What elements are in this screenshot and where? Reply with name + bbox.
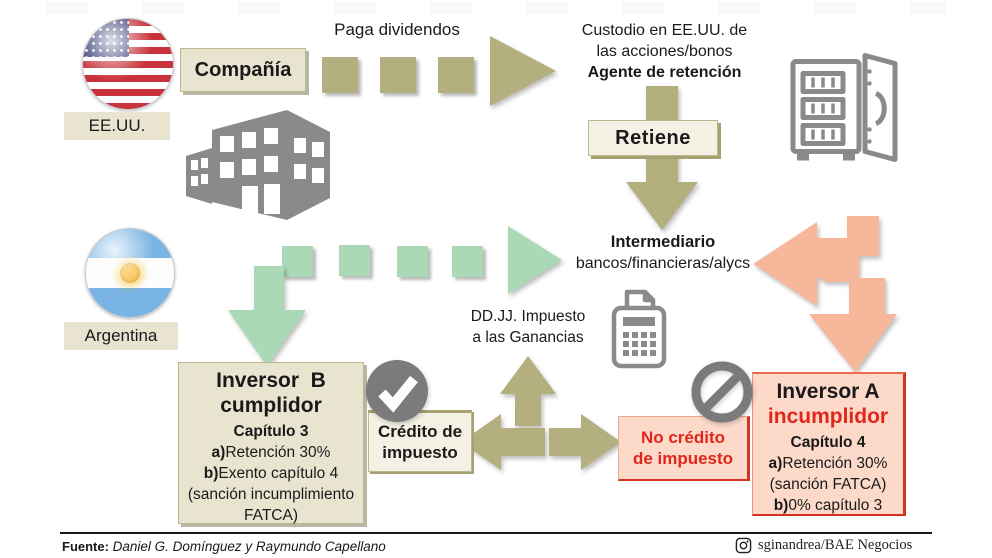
credito-line1: Crédito de (377, 422, 463, 441)
footer-divider (60, 532, 932, 534)
no-credito-line2: de impuesto (632, 449, 734, 468)
custodio-line3: Agente de retención (587, 64, 742, 81)
item-a-prefix: a) (768, 455, 783, 472)
instagram-icon (735, 537, 752, 554)
prohibited-icon (691, 361, 753, 423)
ddjj-line1: DD.JJ. Impuesto (470, 308, 586, 325)
ddjj-line2: a las Ganancias (472, 329, 584, 346)
custodio-line2: las acciones/bonos (596, 43, 733, 60)
ddjj-label: DD.JJ. Impuesto a las Ganancias (450, 306, 606, 348)
green-step-square (397, 246, 428, 277)
footer-source-label: Fuente: (62, 539, 109, 554)
dividend-arrow-icon (490, 36, 556, 106)
inversor-b-chapter: Capítulo 3 (233, 423, 309, 440)
flag-gloss (86, 229, 174, 317)
item-a-text: Retención 30% (782, 455, 888, 472)
dividend-step-square (438, 57, 474, 93)
inversor-b-item-a: a)Retención 30% (179, 442, 363, 463)
intermediario-subtitle: bancos/financieras/alycs (575, 255, 751, 272)
item-b-text: 0% capítulo 3 (788, 497, 883, 514)
inversor-a-item-b: b)0% capítulo 3 (753, 495, 903, 516)
item-a-prefix: a) (211, 444, 226, 461)
green-arrow-right-icon (508, 226, 562, 294)
us-flag-icon (82, 18, 174, 110)
arrows-trio-icon (461, 356, 621, 470)
pink-arrow-left-icon (753, 216, 897, 372)
eeuu-label: EE.UU. (64, 112, 170, 140)
item-a-text: Retención 30% (225, 444, 331, 461)
intermediario-label: Intermediario bancos/financieras/alycs (568, 232, 758, 274)
building-icon (186, 110, 330, 220)
inversor-b-item-b: b)Exento capítulo 4 (179, 463, 363, 484)
pink-arrow-down-icon (809, 246, 897, 372)
no-credito-line1: No crédito (640, 428, 726, 447)
inversor-a-note: (sanción FATCA) (769, 476, 887, 493)
item-b-prefix: b) (773, 497, 789, 514)
item-b-text: Exento capítulo 4 (218, 465, 339, 482)
compania-box: Compañía (180, 48, 306, 92)
inversor-a-chapter: Capítulo 4 (790, 434, 866, 451)
green-step-square (282, 246, 313, 277)
footer-source: Fuente: Daniel G. Domínguez y Raymundo C… (62, 539, 386, 554)
dividend-step-square (380, 57, 416, 93)
dividend-step-square (322, 57, 358, 93)
paga-dividendos-label: Paga dividendos (334, 20, 460, 39)
custodio-text: Custodio en EE.UU. de las acciones/bonos… (572, 20, 757, 83)
item-b-prefix: b) (203, 465, 219, 482)
green-arrow-down-icon (228, 266, 306, 366)
green-step-square (452, 246, 483, 277)
footer-source-names: Daniel G. Domínguez y Raymundo Capellano (112, 539, 386, 554)
custodio-line1: Custodio en EE.UU. de (581, 22, 748, 39)
credito-line2: impuesto (382, 443, 458, 462)
inversor-b-note: (sanción incumplimiento FATCA) (187, 486, 355, 524)
inversor-b-title2: cumplidor (220, 394, 322, 417)
flag-gloss (83, 19, 173, 109)
intermediario-title: Intermediario (610, 233, 716, 251)
inversor-a-box: Inversor A incumplidor Capítulo 4 a)Rete… (752, 372, 906, 516)
footer-credit: sginandrea/BAE Negocios (758, 537, 913, 553)
credito-box: Crédito de impuesto (368, 410, 472, 472)
inversor-a-item-a: a)Retención 30% (753, 453, 903, 474)
safe-icon (790, 53, 898, 162)
cropped-text-artifact (46, 2, 946, 14)
inversor-b-box: Inversor B cumplidor Capítulo 3 a)Retenc… (178, 362, 364, 524)
argentina-flag-icon (85, 228, 175, 318)
argentina-label: Argentina (64, 322, 178, 350)
inversor-b-title1: Inversor B (216, 369, 326, 392)
inversor-a-title2: incumplidor (767, 405, 889, 428)
retiene-box: Retiene (588, 120, 718, 156)
calculator-icon (611, 289, 667, 369)
check-icon (366, 360, 428, 422)
inversor-a-title1: Inversor A (776, 380, 880, 403)
retention-arrow-icon (626, 86, 698, 230)
no-credito-box: No crédito de impuesto (618, 416, 750, 481)
green-step-square (339, 245, 370, 276)
